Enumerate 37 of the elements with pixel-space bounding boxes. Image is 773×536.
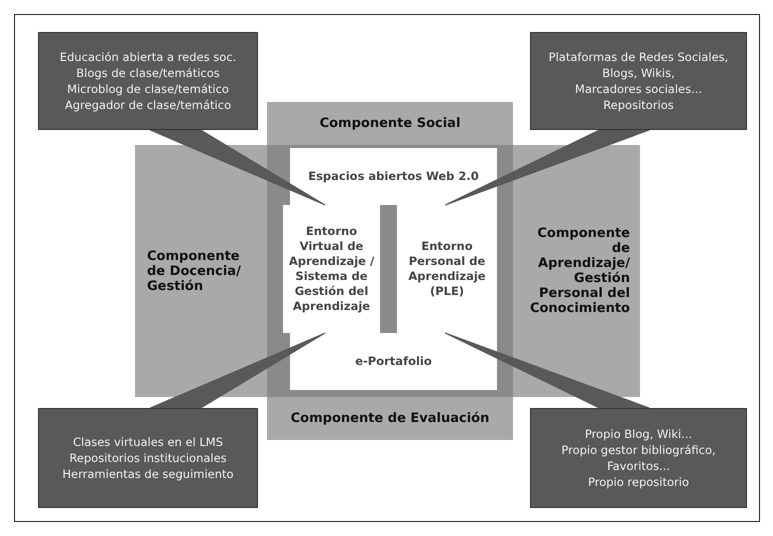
- callout-text: Favoritos...: [606, 458, 671, 474]
- callout-text: Propio gestor bibliográfico,: [560, 442, 717, 458]
- band-label: Componente Social: [318, 116, 462, 131]
- callout-box: [38, 408, 258, 508]
- callout-text: Microblog de clase/temático: [66, 81, 230, 97]
- callout-text: Propio Blog, Wiki...: [584, 426, 694, 442]
- component-band: [513, 145, 640, 397]
- box-label: Espacios abiertos Web 2.0: [307, 169, 480, 184]
- callout-text: Educación abierta a redes soc.: [58, 49, 238, 65]
- callout-text: Repositorios institucionales: [68, 450, 228, 466]
- callout-text: Repositorios: [602, 97, 675, 113]
- callout-text: Blogs, Wikis,: [601, 65, 676, 81]
- box-label: Entorno Virtual de Aprendizaje / Sistema de Gestión del Aprendizaje: [288, 224, 376, 314]
- callout-text: Clases virtuales en el LMS: [72, 434, 224, 450]
- callout-box: [38, 32, 258, 130]
- callout-text: Herramientas de seguimiento: [61, 466, 235, 482]
- component-band: [267, 102, 513, 145]
- callout-text: Blogs de clase/temáticos: [75, 65, 221, 81]
- band-label: Componente de Docencia/ Gestión: [147, 248, 242, 294]
- content-box: [290, 333, 497, 390]
- component-band: [267, 397, 513, 440]
- callout-box: [530, 408, 747, 508]
- callout-text: Agregador de clase/temático: [64, 97, 232, 113]
- callout-pointer: [150, 332, 326, 408]
- content-box: [290, 148, 497, 205]
- callout-box: [530, 32, 747, 130]
- component-band: [135, 145, 267, 397]
- callout-pointer: [150, 130, 326, 206]
- band-label: Componente de Aprendizaje/ Gestión Personal del Conocimiento: [528, 226, 630, 316]
- callout-pointer: [444, 332, 650, 408]
- box-label: e-Portafolio: [354, 354, 433, 369]
- callout-text: Marcadores sociales...: [574, 81, 704, 97]
- callout-pointer: [444, 130, 650, 206]
- box-label: Entorno Personal de Aprendizaje (PLE): [407, 239, 487, 299]
- band-label: Componente de Evaluación: [290, 411, 490, 426]
- callout-text: Propio repositorio: [586, 474, 690, 490]
- callout-text: Plataformas de Redes Sociales,: [548, 49, 730, 65]
